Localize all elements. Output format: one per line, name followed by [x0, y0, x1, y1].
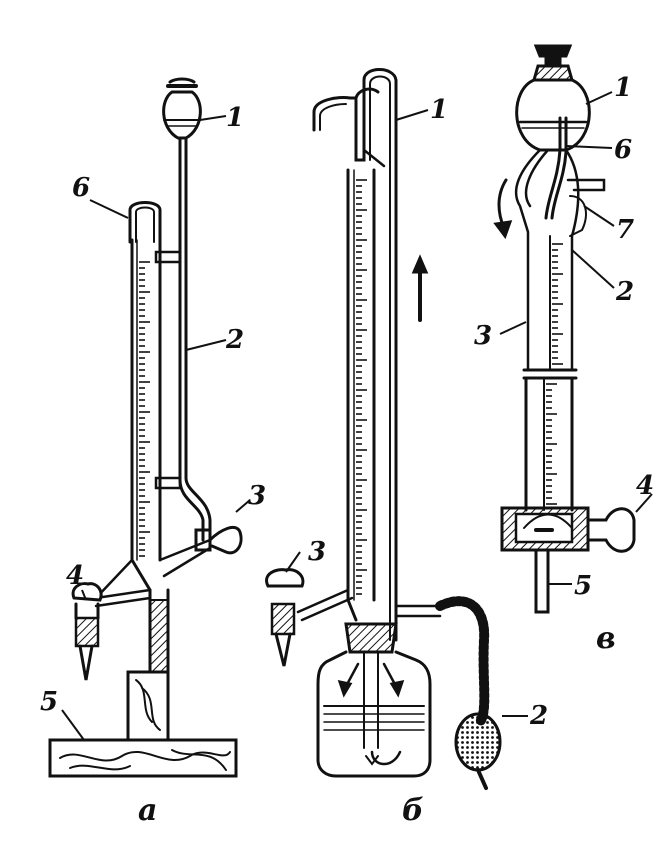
reservoir-bottle-b: [316, 650, 432, 778]
pump-bulb-b: [454, 712, 502, 772]
reservoir-globe-v: [515, 78, 591, 152]
label-b-1: 1: [430, 95, 448, 125]
label-a-1: 1: [226, 103, 244, 133]
label-a-2: 2: [225, 325, 244, 355]
flow-arrow-v: [497, 178, 508, 230]
graduation-marks-v: [546, 243, 563, 505]
label-a-4: 4: [66, 561, 84, 591]
stand-base-a: [48, 738, 238, 778]
side-tube-a: [178, 136, 205, 542]
label-v-3: 3: [474, 321, 492, 351]
apparatus-a: [48, 77, 243, 778]
top-cap-v: [533, 44, 573, 58]
label-a-5: 5: [40, 687, 58, 717]
label-v-7: 7: [616, 215, 634, 245]
label-v-1: 1: [614, 73, 632, 103]
reservoir-bulb-a: [162, 90, 202, 140]
label-v-4: 4: [636, 471, 654, 501]
label-b-2: 2: [529, 701, 548, 731]
label-b-3: 3: [308, 537, 326, 567]
outlet-tube-v: [534, 548, 550, 614]
caption-a: а: [138, 793, 157, 828]
label-v-6: 6: [614, 135, 632, 165]
stopcock-4-a: [71, 582, 103, 602]
graduation-marks-a: [139, 261, 150, 557]
caption-b: б: [402, 793, 424, 828]
leader-lines: [61, 91, 653, 741]
stopcock-3-a: [194, 528, 212, 552]
graduation-marks-b: [356, 179, 367, 595]
overflow-hook-a: [128, 201, 162, 244]
label-v-5: 5: [574, 571, 592, 601]
graduated-tube-lower-v: [524, 376, 574, 512]
overflow-loop-b: [354, 68, 398, 642]
apparatus-v: [493, 44, 636, 614]
label-a-6: 6: [72, 173, 90, 203]
label-a-3: 3: [248, 481, 266, 511]
stand-post-a: [126, 670, 170, 742]
inner-tube-v: [544, 116, 568, 220]
rubber-tube-b: [435, 596, 490, 727]
label-v-2: 2: [615, 277, 634, 307]
stopcock-3-b: [265, 568, 305, 588]
caption-v: в: [596, 621, 616, 656]
apparatus-b: [265, 68, 502, 790]
